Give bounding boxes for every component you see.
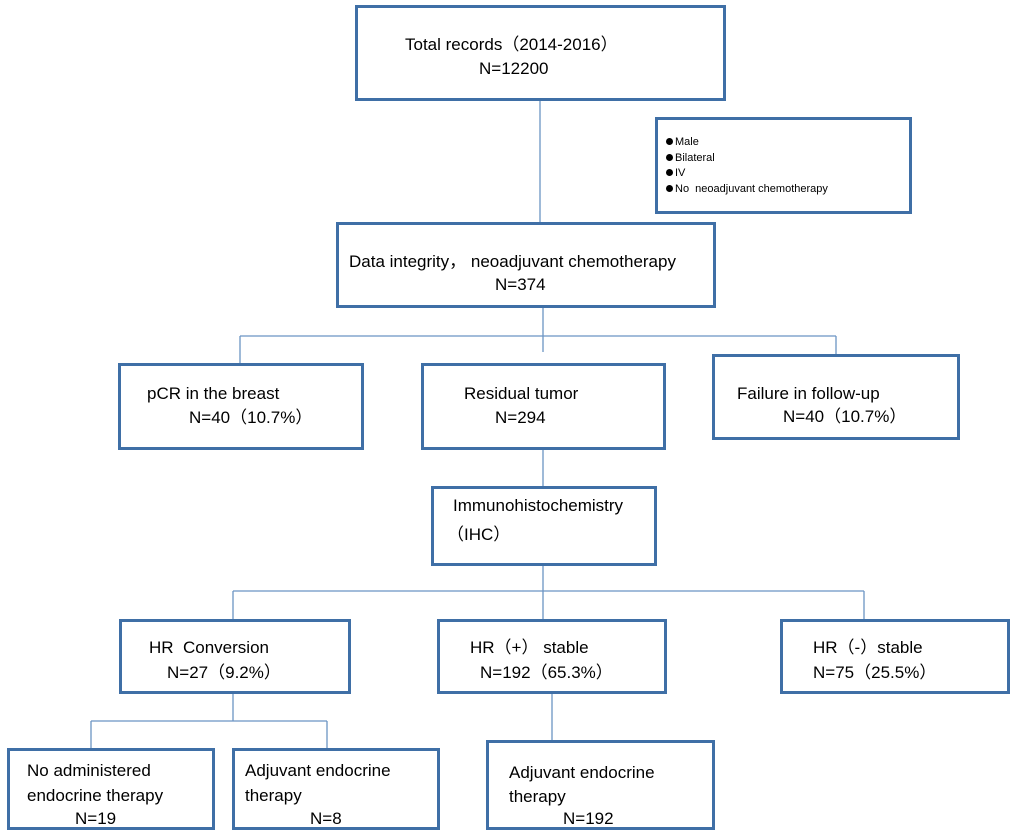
adjuvant-endocrine-hr-positive-label-2: therapy: [509, 787, 566, 806]
bullet-icon: [666, 184, 673, 192]
failure-followup-label: Failure in follow-up: [737, 384, 880, 403]
exclusion-criteria-box: Male Bilateral IV No neoadjuvant chemoth…: [655, 117, 912, 214]
failure-followup-box: Failure in follow-up N=40（10.7%）: [712, 354, 960, 440]
exclusion-item-stage-iv: IV: [666, 166, 685, 182]
hr-conversion-box: HR Conversion N=27（9.2%）: [119, 619, 351, 694]
residual-tumor-box: Residual tumor N=294: [421, 363, 666, 450]
data-integrity-label: Data integrity， neoadjuvant chemotherapy: [349, 252, 676, 271]
hr-positive-stable-label: HR（+） stable: [470, 638, 589, 657]
no-endocrine-therapy-label-2: endocrine therapy: [27, 786, 164, 805]
exclusion-item-male: Male: [666, 135, 699, 151]
adjuvant-endocrine-conversion-count: N=8: [310, 809, 342, 828]
residual-tumor-label: Residual tumor: [464, 384, 579, 403]
exclusion-item-bilateral: Bilateral: [666, 151, 715, 167]
adjuvant-endocrine-conversion-label-1: Adjuvant endocrine: [245, 761, 391, 780]
no-endocrine-therapy-label-1: No administered: [27, 761, 151, 780]
no-endocrine-therapy-box: No administered endocrine therapy N=19: [7, 748, 215, 830]
exclusion-item-no-nac: No neoadjuvant chemotherapy: [666, 182, 828, 198]
data-integrity-box: Data integrity， neoadjuvant chemotherapy…: [336, 222, 716, 308]
total-records-label: Total records（2014-2016）: [405, 35, 618, 54]
hr-conversion-label: HR Conversion: [149, 638, 269, 657]
bullet-icon: [666, 153, 673, 161]
bullet-icon: [666, 169, 673, 176]
adjuvant-endocrine-conversion-box: Adjuvant endocrine therapy N=8: [232, 748, 440, 830]
adjuvant-endocrine-hr-positive-count: N=192: [563, 809, 614, 828]
residual-tumor-count: N=294: [495, 408, 546, 427]
ihc-label: Immunohistochemistry: [453, 496, 624, 515]
adjuvant-endocrine-hr-positive-box: Adjuvant endocrine therapy N=192: [486, 740, 715, 830]
pcr-box: pCR in the breast N=40（10.7%）: [118, 363, 364, 450]
total-records-count: N=12200: [479, 59, 549, 78]
hr-positive-stable-count: N=192（65.3%）: [480, 663, 613, 682]
adjuvant-endocrine-conversion-label-2: therapy: [245, 786, 302, 805]
hr-conversion-count: N=27（9.2%）: [167, 663, 281, 682]
ihc-abbrev: （IHC）: [447, 525, 511, 544]
failure-followup-count: N=40（10.7%）: [783, 407, 907, 426]
pcr-count: N=40（10.7%）: [189, 408, 313, 427]
no-endocrine-therapy-count: N=19: [75, 809, 117, 828]
adjuvant-endocrine-hr-positive-label-1: Adjuvant endocrine: [509, 763, 655, 782]
ihc-box: Immunohistochemistry （IHC）: [431, 486, 657, 566]
bullet-icon: [666, 138, 673, 145]
pcr-label: pCR in the breast: [147, 384, 280, 403]
hr-positive-stable-box: HR（+） stable N=192（65.3%）: [437, 619, 667, 694]
hr-negative-stable-count: N=75（25.5%）: [813, 663, 937, 682]
data-integrity-count: N=374: [495, 275, 546, 294]
hr-negative-stable-label: HR（-）stable: [813, 638, 923, 657]
hr-negative-stable-box: HR（-）stable N=75（25.5%）: [780, 619, 1010, 694]
total-records-box: Total records（2014-2016） N=12200: [355, 5, 726, 101]
